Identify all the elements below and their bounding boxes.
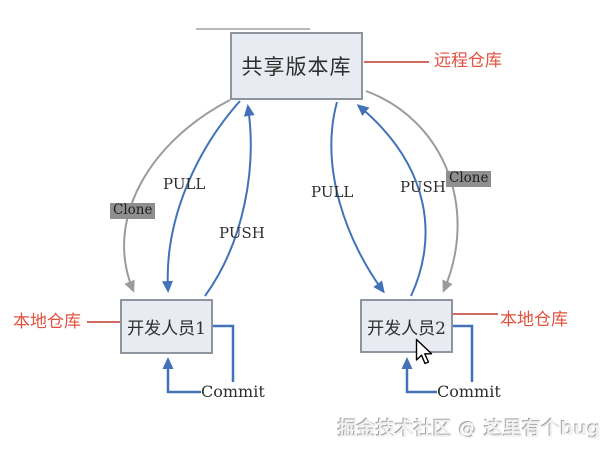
- developer1-box: 开发人员1: [120, 299, 213, 354]
- remote-repo-annotation: 远程仓库: [434, 51, 502, 71]
- commit-loop-left-out: [213, 324, 235, 382]
- clone-arrow-right: [365, 90, 459, 293]
- clone-arrow-left: [123, 99, 231, 293]
- local-repo-annotation-right: 本地仓库: [500, 310, 568, 330]
- developer1-label: 开发人员1: [127, 319, 206, 339]
- pull-label-left: PULL: [163, 175, 206, 193]
- developer2-label: 开发人员2: [367, 318, 446, 339]
- local-repo-annotation-left: 本地仓库: [13, 312, 81, 332]
- commit-loop-right-in: [401, 357, 437, 394]
- developer2-box: 开发人员2: [360, 299, 453, 353]
- pull-label-right: PULL: [311, 183, 354, 201]
- watermark-text: 掘金技术社区 @ 这里有个bug: [338, 418, 601, 440]
- top-divider-line: [196, 28, 310, 30]
- pull-arrow-left: [162, 100, 241, 293]
- push-label-left: PUSH: [219, 224, 265, 242]
- commit-label-left: Commit: [201, 382, 265, 401]
- mouse-cursor: [415, 338, 433, 365]
- push-label-right: PUSH: [400, 178, 446, 196]
- push-arrow-right: [356, 104, 427, 297]
- commit-loop-right-out: [453, 324, 474, 382]
- clone-label-right: Clone: [446, 171, 492, 187]
- commit-label-right: Commit: [437, 382, 501, 401]
- clone-label-left: Clone: [110, 203, 156, 219]
- pull-arrow-right: [330, 101, 385, 294]
- commit-loop-left-in: [162, 357, 201, 394]
- shared-repo-label: 共享版本库: [241, 55, 352, 79]
- push-arrow-left: [204, 104, 255, 297]
- shared-repo-box: 共享版本库: [230, 32, 363, 100]
